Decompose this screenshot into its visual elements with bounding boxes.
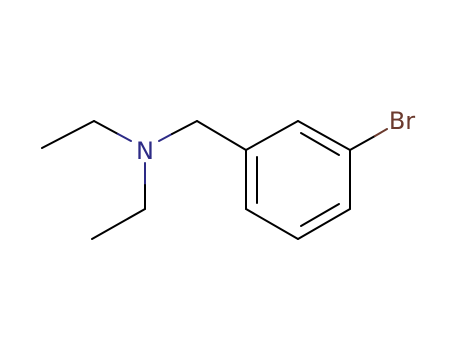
bond-ring-br-b <box>374 128 388 137</box>
bond-ethyl1-ch2-n-a <box>93 120 119 135</box>
bond-ring-br-a <box>349 135 376 151</box>
bond-ch2-ring <box>196 120 247 151</box>
bond-n-ch2-b <box>171 120 198 135</box>
ring-bond-2 <box>297 120 351 151</box>
bond-ethyl1-ch2-n-b <box>117 133 132 142</box>
ring-bond-1 <box>245 120 299 151</box>
ring-bond-5 <box>245 208 299 240</box>
ring-double-bond-a <box>300 132 340 156</box>
ring-double-bond-b <box>300 203 340 227</box>
bond-ethyl2-ch2-ch3 <box>91 208 146 240</box>
atom-bromine: Br <box>389 107 415 135</box>
ring-bond-4 <box>297 208 351 240</box>
bond-n-ch2-a <box>158 133 173 142</box>
atom-nitrogen: N <box>136 137 154 165</box>
bond-ethyl1-ch3-ch2 <box>41 120 95 149</box>
